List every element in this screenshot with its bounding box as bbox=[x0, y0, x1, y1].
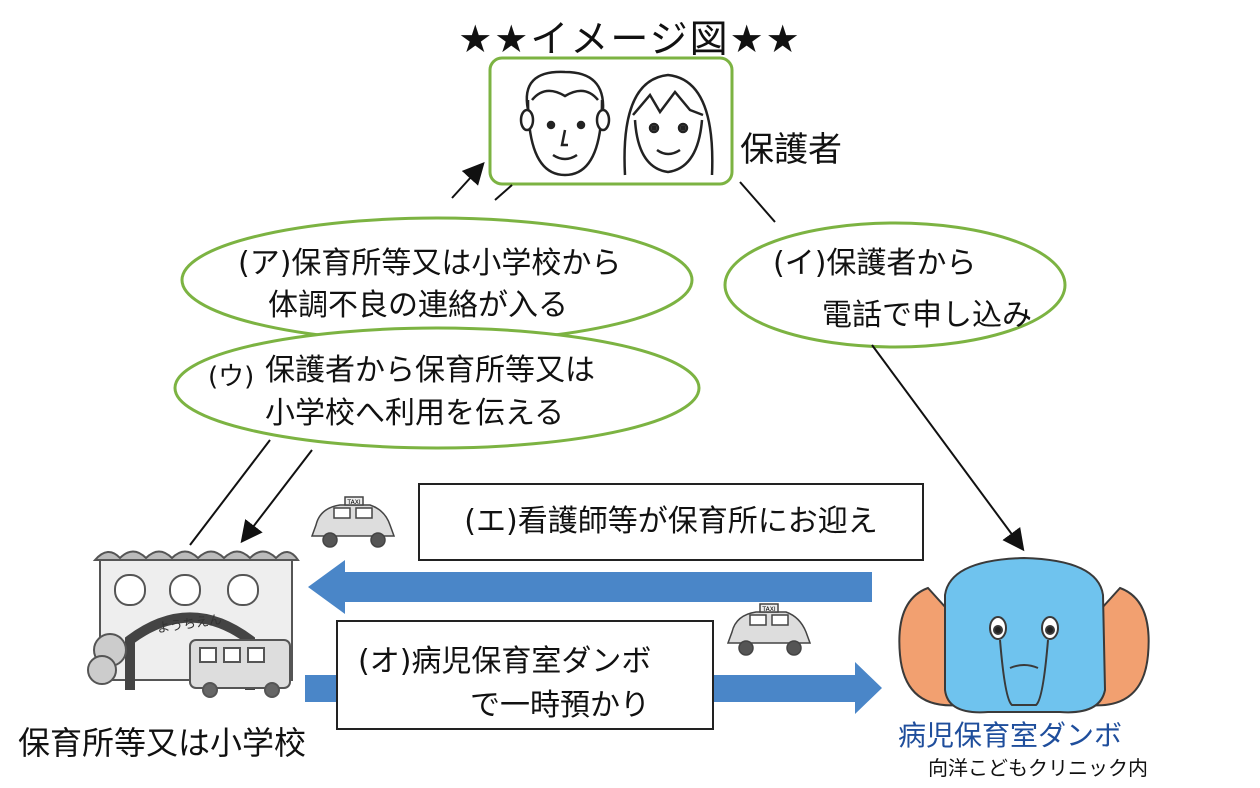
dambo-sub-label: 向洋こどもクリニック内 bbox=[928, 756, 1148, 780]
step-o-line1: (オ)病児保育室ダンボ bbox=[358, 644, 652, 679]
arrow-u-to-school bbox=[240, 449, 313, 544]
arrow-a-to-guardian bbox=[451, 162, 485, 199]
elephant-mascot-icon bbox=[898, 556, 1150, 714]
step-u-line1: 保護者から保育所等又は bbox=[265, 353, 595, 388]
arrow-pickup-left bbox=[308, 560, 872, 614]
diagram-title: ★★イメージ図★★ bbox=[458, 17, 802, 61]
step-i-line1: (イ)保護者から bbox=[773, 246, 977, 281]
step-a-line2: 体調不良の連絡が入る bbox=[268, 288, 568, 323]
taxi-icon-1 bbox=[310, 496, 396, 548]
taxi-icon-2 bbox=[726, 603, 812, 656]
line-school-to-u bbox=[189, 439, 271, 546]
mother-face-icon bbox=[623, 73, 714, 176]
line-guardian-to-i bbox=[739, 181, 776, 223]
guardian-label: 保護者 bbox=[740, 130, 842, 170]
step-o-line2: で一時預かり bbox=[470, 688, 650, 723]
kindergarten-building-icon bbox=[87, 550, 300, 698]
ellipse-i bbox=[723, 221, 1067, 349]
step-e-box: (エ)看護師等が保育所にお迎え bbox=[418, 483, 924, 561]
step-e-text: (エ)看護師等が保育所にお迎え bbox=[464, 504, 878, 539]
father-face-icon bbox=[519, 70, 611, 177]
step-a-line1: (ア)保育所等又は小学校から bbox=[238, 246, 622, 281]
step-o-box: (オ)病児保育室ダンボ で一時預かり bbox=[336, 620, 714, 730]
step-u-prefix: (ウ) bbox=[208, 362, 255, 392]
school-label: 保育所等又は小学校 bbox=[18, 724, 307, 762]
ellipse-u bbox=[173, 326, 701, 450]
dambo-name-label: 病児保育室ダンボ bbox=[898, 719, 1123, 752]
step-u-line2: 小学校へ利用を伝える bbox=[265, 396, 565, 431]
arrow-i-to-dambo bbox=[871, 344, 1025, 552]
taxi-sign-2: TAXI bbox=[761, 606, 775, 613]
line-guardian-to-a bbox=[494, 184, 513, 201]
step-i-line2: 電話で申し込み bbox=[822, 298, 1032, 333]
taxi-sign-1: TAXI bbox=[346, 499, 360, 506]
